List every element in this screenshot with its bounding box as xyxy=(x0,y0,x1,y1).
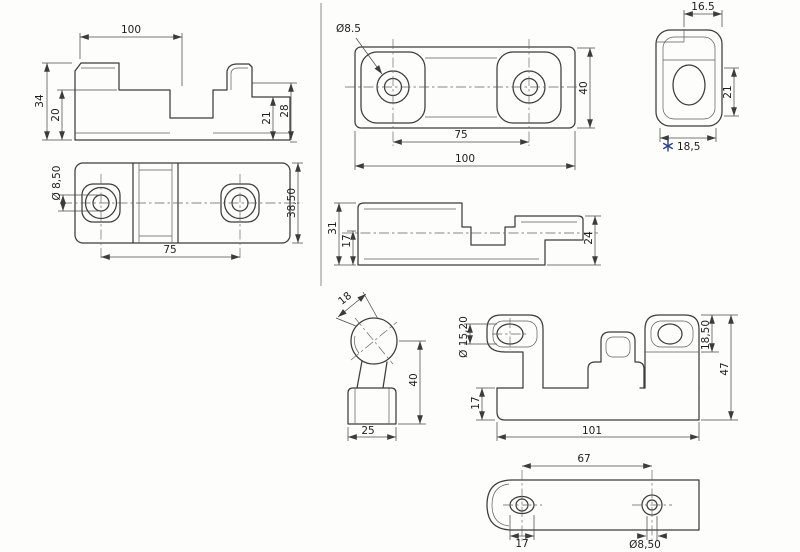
part-detail-lines xyxy=(75,67,290,134)
dim-label-height: 38,50 xyxy=(286,188,298,218)
lip-detail xyxy=(656,30,715,61)
view-profile-middle-right: 31 17 24 xyxy=(327,202,601,266)
extension-lines xyxy=(334,202,601,266)
part-detail-lines xyxy=(364,208,577,260)
part-outline xyxy=(655,29,723,127)
dim-label-base-height: 17 xyxy=(470,396,482,409)
extension-lines xyxy=(509,515,658,540)
right-boss-outline xyxy=(644,314,700,389)
centerlines xyxy=(62,174,303,261)
view-pin: 18 40 25 xyxy=(335,290,426,441)
inner-contour xyxy=(662,36,716,120)
view-plan-top-middle: Ø8.5 40 75 100 xyxy=(336,23,595,170)
pin-base xyxy=(347,387,397,425)
asterisk-icon xyxy=(663,140,673,152)
part-outline xyxy=(74,62,291,141)
extension-lines xyxy=(58,162,303,244)
dim-label-head-dia: 18 xyxy=(336,290,354,308)
right-boss-bore xyxy=(657,323,683,345)
plate-inner-arc xyxy=(491,483,510,527)
dim-label-height: 40 xyxy=(578,81,590,94)
dim-label-pitch: 67 xyxy=(577,453,590,465)
dim-label-28: 28 xyxy=(279,104,291,117)
centerlines xyxy=(345,39,586,146)
dim-line-head-dia xyxy=(337,293,367,318)
leader-line xyxy=(355,37,383,75)
view-profile-top-left: 100 34 20 21 28 xyxy=(34,24,297,143)
dim-label-17: 17 xyxy=(341,234,353,247)
pin-head xyxy=(350,317,398,365)
dim-label-hole-dia: Ø 8,50 xyxy=(51,166,63,201)
dim-label-total-height: 47 xyxy=(719,362,731,375)
middle-block-outline xyxy=(587,331,645,389)
extension-lines xyxy=(42,33,297,143)
pin-base-detail xyxy=(354,388,390,424)
dim-label-boss-height: 18,50 xyxy=(700,320,712,350)
dim-label-width: 101 xyxy=(582,425,602,437)
part-outline xyxy=(354,46,576,129)
dim-label-pitch: 75 xyxy=(163,244,176,256)
left-bore-centerlines xyxy=(492,318,528,350)
web-detail xyxy=(425,57,497,118)
dim-label-height: 21 xyxy=(722,85,734,98)
middle-block-inner xyxy=(605,336,631,358)
dim-label-31: 31 xyxy=(327,221,339,234)
dim-label-bottom-width: 18,5 xyxy=(677,141,700,153)
dim-label-base-width: 25 xyxy=(361,425,374,437)
right-boss-inner xyxy=(650,320,694,348)
dim-label-hole-dia: Ø8.5 xyxy=(336,23,361,35)
view-end-top-right: 16.5 21 18,5 xyxy=(655,1,739,153)
view-latch-bottom: 67 17 Ø8,50 xyxy=(486,453,700,551)
base-bar-outline xyxy=(496,387,700,421)
view-plan-bottom-left: Ø 8,50 38,50 75 xyxy=(51,162,303,261)
dim-label-width: 100 xyxy=(455,153,475,165)
dim-label-21: 21 xyxy=(261,111,273,124)
dim-label-20: 20 xyxy=(50,108,62,121)
dim-label-height: 40 xyxy=(408,373,420,386)
pin-neck xyxy=(356,360,388,389)
pin-head-detail xyxy=(354,335,360,354)
part-outline xyxy=(357,202,584,266)
view-latch-side: Ø 15,20 18,50 47 17 101 xyxy=(458,314,738,441)
plate-outline xyxy=(486,479,700,531)
dim-label-hole-dia: Ø8,50 xyxy=(629,539,661,551)
dim-label-top-width: 16.5 xyxy=(691,1,714,13)
dim-label-pitch: 75 xyxy=(454,129,467,141)
dim-label-slot-width: 17 xyxy=(515,538,528,550)
inner-bore xyxy=(672,64,706,106)
dim-label-bore-dia: Ø 15,20 xyxy=(458,316,470,358)
extension-lines xyxy=(335,291,426,441)
dim-label-24: 24 xyxy=(583,231,595,245)
head-centerlines xyxy=(350,317,398,365)
left-boss-outline xyxy=(486,314,544,389)
extension-lines xyxy=(354,47,595,170)
dim-label-width: 100 xyxy=(121,24,141,36)
dim-label-34: 34 xyxy=(34,94,46,108)
